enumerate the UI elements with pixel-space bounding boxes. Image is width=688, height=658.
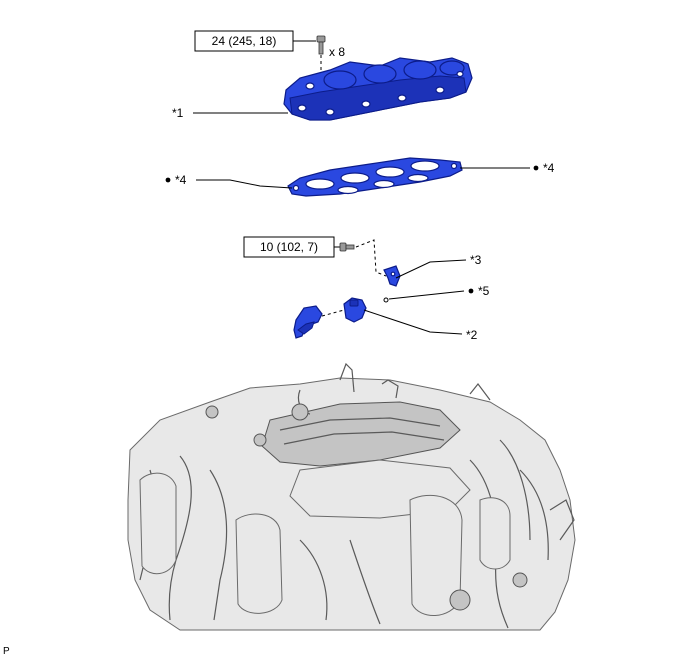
callout-5-dot (468, 288, 474, 294)
callout-1: *1 (172, 106, 184, 120)
bolt-quantity: x 8 (329, 45, 345, 59)
torque-lower-text: 10 (102, 7) (260, 240, 318, 254)
torque-upper-text: 24 (245, 18) (212, 34, 277, 48)
bolt-icon (316, 35, 326, 55)
callout-4-right-dot (533, 165, 539, 171)
callout-5: *5 (478, 284, 490, 298)
bolt-icon (339, 242, 355, 252)
callout-2-leader (363, 309, 463, 335)
manifold-gasket (287, 157, 463, 197)
callout-3-leader (395, 259, 467, 279)
connector-install-path (321, 309, 345, 317)
callout-4-left: *4 (175, 173, 187, 187)
callout-2: *2 (466, 328, 478, 342)
sensor-bracket (383, 265, 401, 287)
torque-spec-upper: 24 (245, 18) (194, 30, 294, 52)
callout-4-left-dot (165, 177, 171, 183)
callout-4-right: *4 (543, 161, 555, 175)
sensor (343, 297, 367, 323)
callout-3: *3 (470, 253, 482, 267)
torque-spec-lower: 10 (102, 7) (243, 236, 335, 258)
callout-5-leader (388, 290, 465, 300)
wire-connector (293, 305, 323, 339)
intake-manifold (283, 57, 473, 121)
bolt-lower-install-path (355, 239, 387, 277)
engine-assembly (127, 362, 576, 631)
callout-4-left-leader (196, 179, 293, 189)
o-ring (383, 297, 389, 303)
figure-code: P (3, 646, 10, 657)
